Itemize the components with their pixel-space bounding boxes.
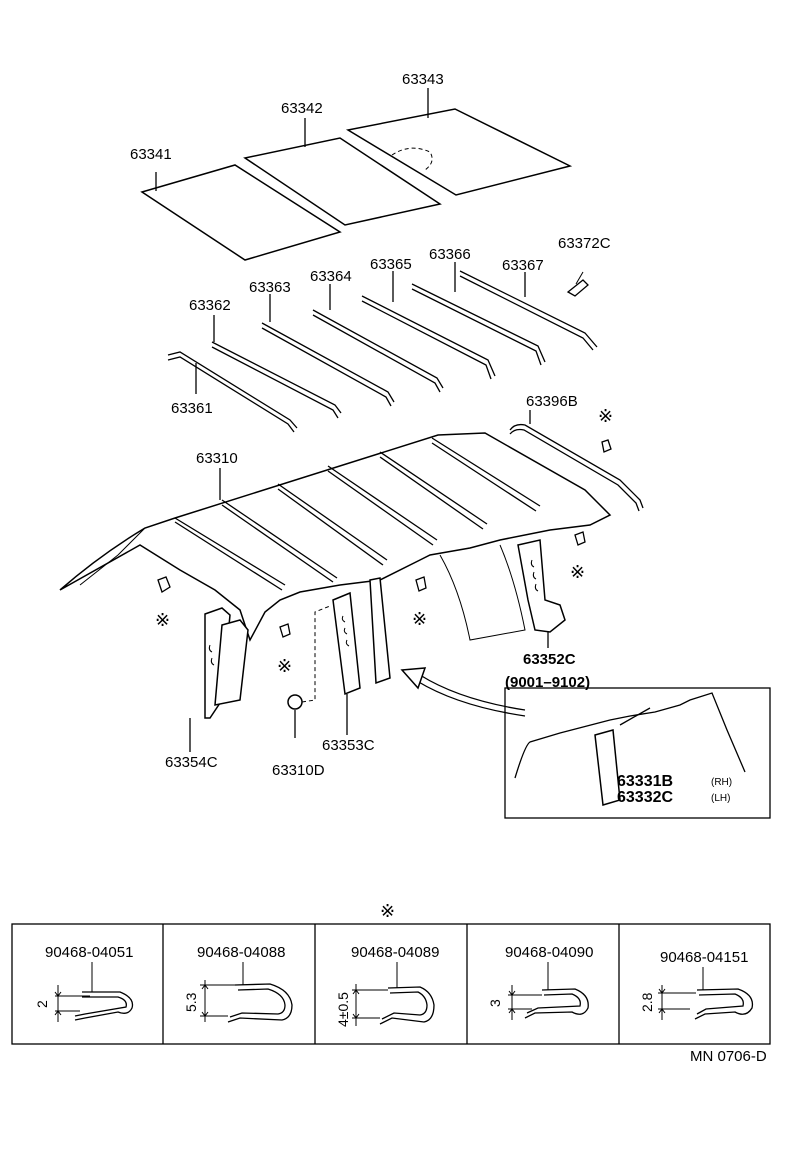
- clip-dim-1: 2: [34, 1000, 50, 1008]
- label-63331b-side: (RH): [711, 777, 732, 788]
- clip-marker-group: [157, 439, 612, 638]
- clip-cell-1: 90468-04051 2: [34, 944, 133, 1022]
- roof-panel-63342: [243, 118, 442, 226]
- label-63366: 63366: [429, 246, 471, 263]
- label-63331b: 63331B: [617, 773, 673, 790]
- label-63352c: 63352C: [523, 651, 576, 668]
- clip-dim-4: 3: [487, 999, 503, 1007]
- clip-dim-2: 5.3: [183, 992, 199, 1012]
- clip-dim-3: 4±0.5: [335, 992, 351, 1027]
- label-63310: 63310: [196, 450, 238, 467]
- label-63365: 63365: [370, 256, 412, 273]
- label-63354c: 63354C: [165, 754, 218, 771]
- roof-bow-63366: [411, 262, 546, 366]
- clip-part-3: 90468-04089: [351, 944, 439, 961]
- clip-part-1: 90468-04051: [45, 944, 133, 961]
- rear-header-63396b: [509, 410, 644, 512]
- label-63396b: 63396B: [526, 393, 578, 410]
- headlining-63310: [59, 432, 612, 642]
- clip-marker-5: ※: [598, 406, 613, 427]
- roof-bow-63362: [211, 315, 342, 419]
- label-63361: 63361: [171, 400, 213, 417]
- label-63372c: 63372C: [558, 235, 611, 252]
- clip-part-4: 90468-04090: [505, 944, 593, 961]
- roof-bow-63363: [261, 294, 395, 407]
- label-63363: 63363: [249, 279, 291, 296]
- clip-dim-5: 2.8: [639, 992, 655, 1012]
- roof-panel-63341: [140, 164, 342, 261]
- label-63362: 63362: [189, 297, 231, 314]
- clip-part-2: 90468-04088: [197, 944, 285, 961]
- label-63343: 63343: [402, 71, 444, 88]
- garnish-63354c: [189, 607, 249, 752]
- clip-63372c: [566, 271, 589, 297]
- garnish-63353c: [332, 577, 391, 735]
- label-63367: 63367: [502, 257, 544, 274]
- clip-cell-5: 90468-04151 2.8: [639, 949, 754, 1020]
- label-63353c: 63353C: [322, 737, 375, 754]
- label-63332c: 63332C: [617, 789, 673, 806]
- clip-part-5: 90468-04151: [660, 949, 748, 966]
- clip-marker-1: ※: [155, 610, 170, 631]
- clip-marker-3: ※: [412, 609, 427, 630]
- inset-box: [504, 687, 771, 819]
- label-63310d: 63310D: [272, 762, 325, 779]
- roof-bow-63364: [312, 284, 444, 393]
- clip-cell-3: 90468-04089 4±0.5: [335, 944, 439, 1027]
- clip-table-marker: ※: [380, 901, 395, 922]
- roof-bow-63365: [361, 271, 496, 380]
- roof-bow-63367: [459, 270, 598, 351]
- clip-table: [11, 923, 771, 1045]
- clip-63310d: [287, 605, 331, 738]
- inset-arrow: [400, 667, 526, 717]
- label-63332c-side: (LH): [711, 793, 730, 804]
- clip-marker-2: ※: [277, 656, 292, 677]
- label-63364: 63364: [310, 268, 352, 285]
- garnish-63352c: [517, 539, 566, 648]
- footer-code: MN 0706-D: [690, 1048, 767, 1065]
- label-63341: 63341: [130, 146, 172, 163]
- roof-panel-63343: [345, 88, 573, 196]
- clip-cell-2: 90468-04088 5.3: [183, 944, 293, 1023]
- label-63342: 63342: [281, 100, 323, 117]
- roof-bow-63361: [167, 351, 298, 433]
- clip-cell-4: 90468-04090 3: [487, 944, 593, 1020]
- clip-marker-4: ※: [570, 562, 585, 583]
- label-63352c-range: (9001–9102): [505, 674, 590, 691]
